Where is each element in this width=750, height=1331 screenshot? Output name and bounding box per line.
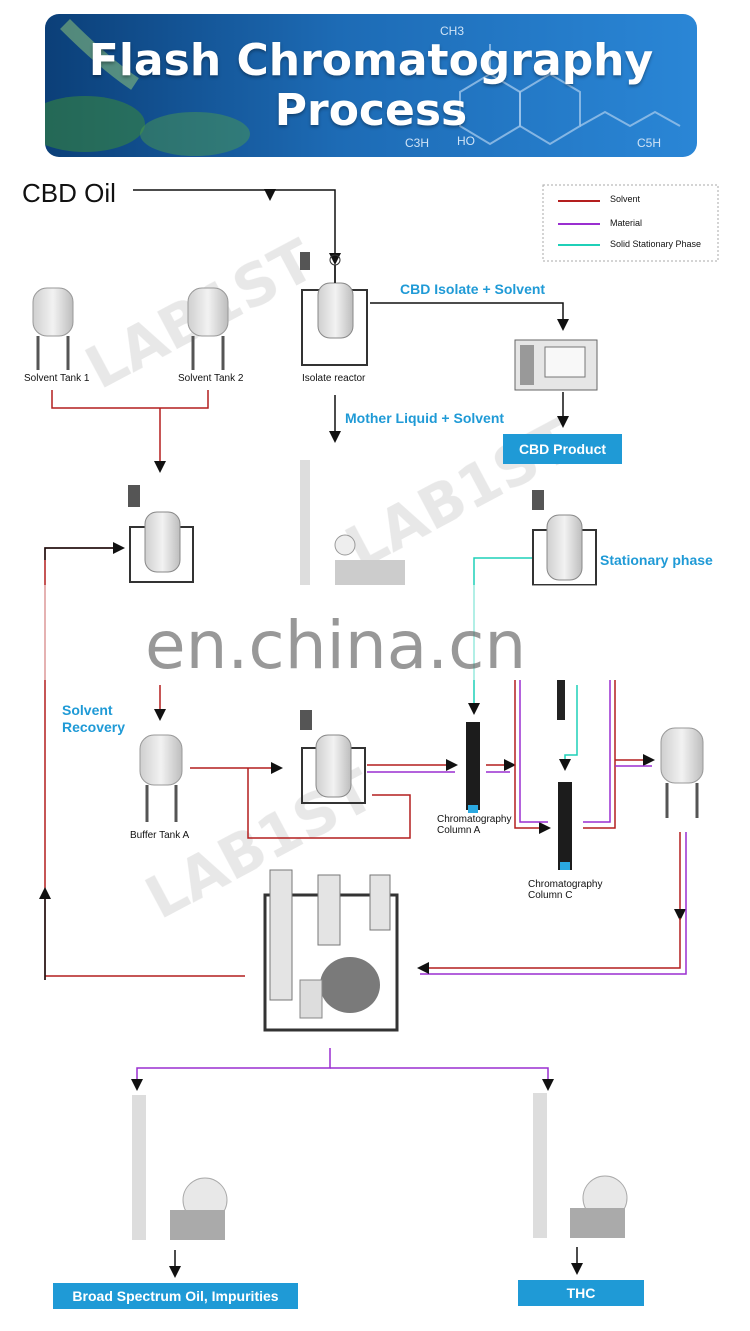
solvent-tank-2-icon [188, 288, 228, 370]
distillation-unit-icon [265, 870, 397, 1030]
isolate-reactor-label: Isolate reactor [302, 373, 365, 384]
solvent-tank-1-icon [33, 288, 73, 370]
buffer-tank-a-label: Buffer Tank A [130, 830, 189, 841]
watermark-site: en.china.cn [145, 607, 526, 684]
cbd-isolate-solvent-label: CBD Isolate + Solvent [400, 281, 545, 297]
solvent-recovery-label: Solvent Recovery [62, 702, 125, 736]
broad-spectrum-box: Broad Spectrum Oil, Impurities [53, 1283, 298, 1309]
solvent-tank-1-label: Solvent Tank 1 [24, 373, 89, 384]
collection-tank-icon [661, 728, 703, 818]
cbd-product-box: CBD Product [503, 434, 622, 464]
stationary-phase-label: Stationary phase [600, 552, 713, 568]
dryer-icon [515, 340, 597, 390]
reactor-2-icon [128, 485, 193, 582]
column-a-label: Chromatography Column A [437, 814, 511, 836]
stationary-reactor-icon [532, 490, 596, 585]
rotary-evaporator-right-icon [533, 1093, 627, 1238]
cbd-oil-label: CBD Oil [22, 178, 116, 209]
cbd-oil-arrow [133, 190, 270, 198]
chromatography-column-c-icon [558, 782, 572, 870]
chromatography-column-a-icon [466, 722, 480, 813]
column-c-label: Chromatography Column C [528, 879, 602, 901]
buffer-tank-a-icon [140, 735, 182, 822]
solvent-tank-2-label: Solvent Tank 2 [178, 373, 243, 384]
legend-solvent-label: Solvent [610, 194, 640, 204]
legend-material-label: Material [610, 218, 642, 228]
thc-box: THC [518, 1280, 644, 1306]
rotary-evaporator-left-icon [132, 1095, 227, 1240]
mother-liquid-solvent-label: Mother Liquid + Solvent [345, 410, 504, 426]
legend-stationary-label: Solid Stationary Phase [610, 239, 701, 249]
